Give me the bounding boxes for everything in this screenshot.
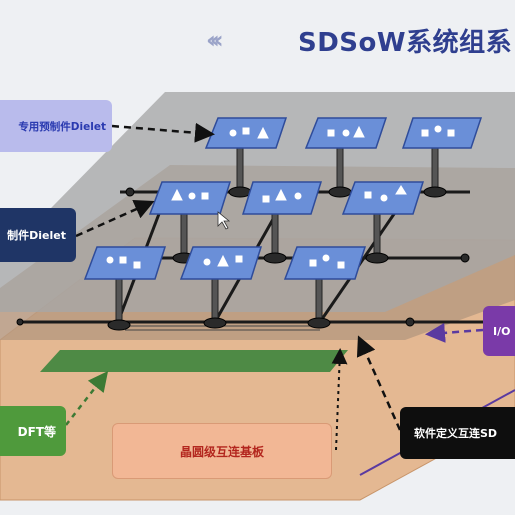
callout-arrows <box>65 122 484 451</box>
label-dft: DFT等 <box>0 406 66 456</box>
page-title: SDSoW系统组系 <box>298 28 513 58</box>
green-strip <box>40 350 348 372</box>
label-io: I/O <box>483 306 515 356</box>
chip-r3c3 <box>283 246 367 280</box>
chip-symbols <box>106 125 455 269</box>
label-general-dielet: 制件Dielet <box>0 208 76 262</box>
chip-r1c3 <box>401 117 483 149</box>
label-dedicated-dielet: 专用预制件Dielet <box>0 100 112 152</box>
cursor-icon <box>217 211 231 230</box>
label-wafer-substrate: 晶圆级互连基板 <box>112 423 332 479</box>
label-software-interconnect: 软件定义互连SD <box>400 407 515 459</box>
